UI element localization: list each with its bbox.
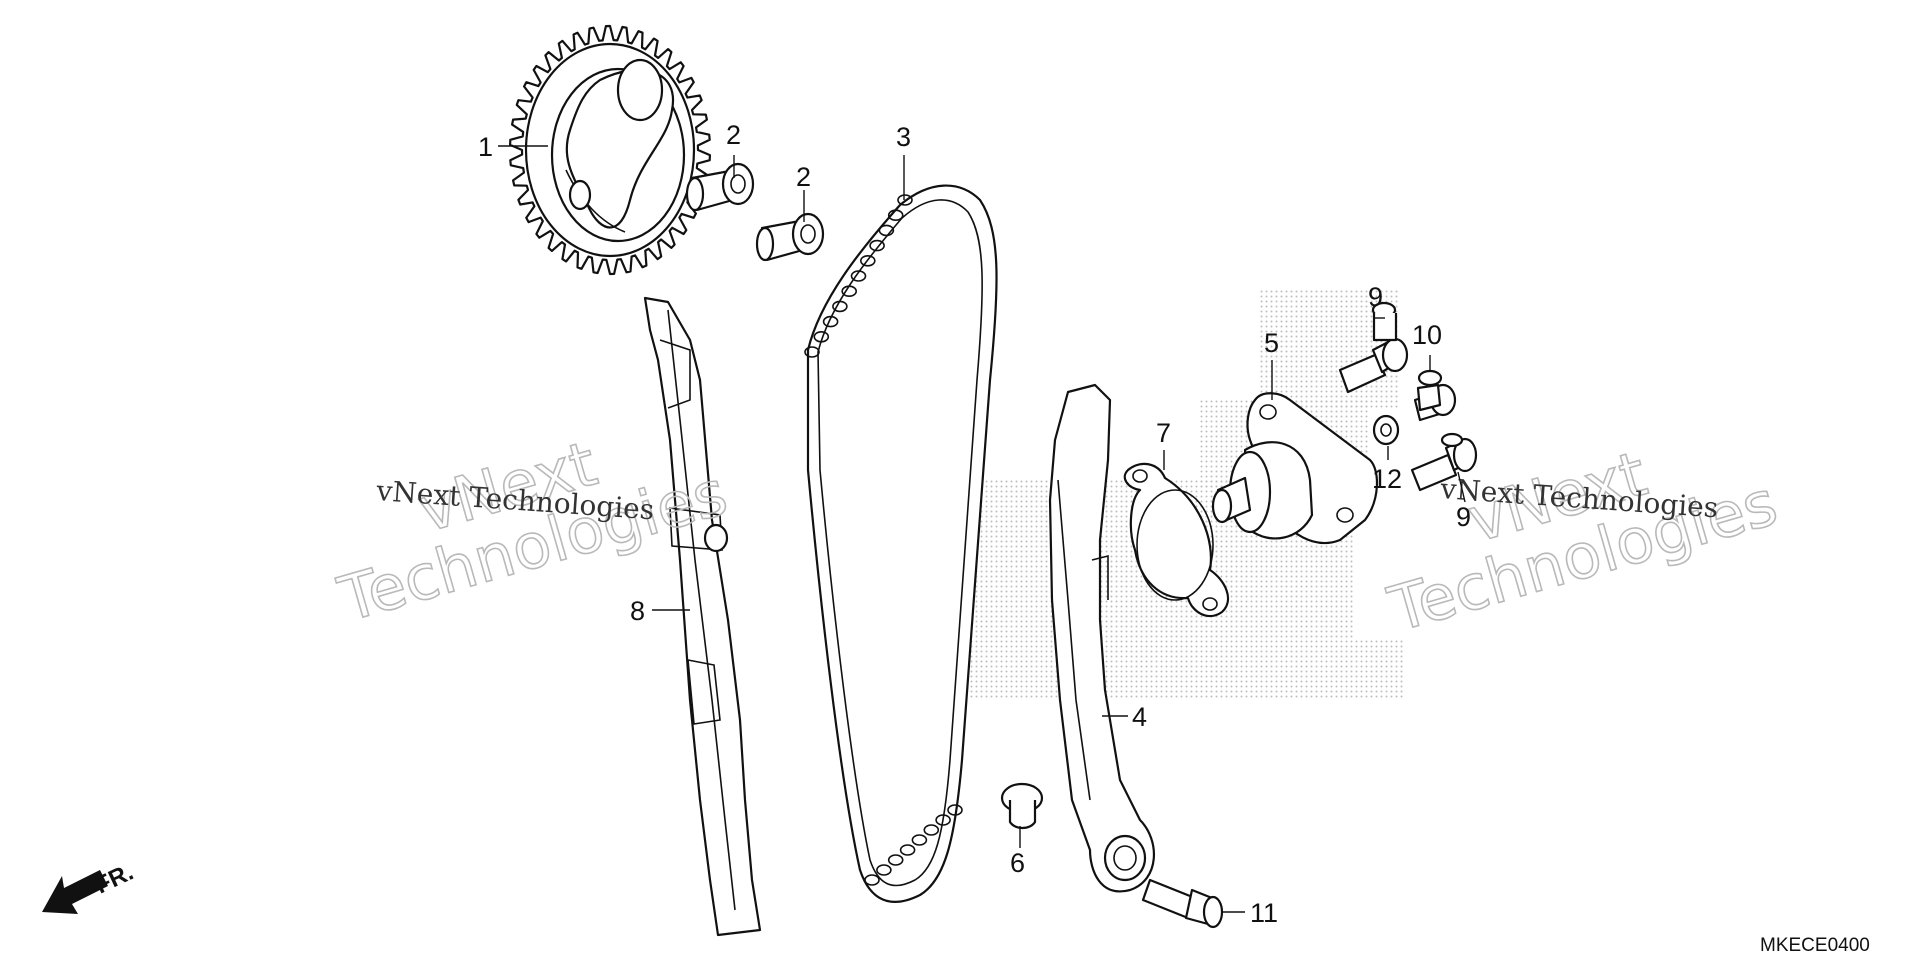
- chain-link: [859, 254, 876, 267]
- callout-10: 10: [1412, 320, 1442, 350]
- callout-7: 7: [1156, 418, 1171, 448]
- cam-chain-tensioner: [1211, 392, 1379, 545]
- bolt-11: [1141, 878, 1224, 929]
- chain-link: [841, 285, 858, 298]
- chain-link: [923, 824, 940, 836]
- chain-link: [850, 270, 867, 282]
- callout-5: 5: [1264, 328, 1279, 358]
- cam-chain-tensioner-arm: [1048, 383, 1155, 893]
- chain-link: [899, 844, 916, 856]
- chain-link: [878, 224, 895, 237]
- callout-4: 4: [1132, 702, 1147, 732]
- chain-link: [822, 315, 839, 328]
- bolt-2b: [755, 212, 825, 262]
- watermark-right: vNext Technologies vNext Technologies: [1363, 404, 1786, 647]
- pivot-bolt: [1000, 782, 1044, 830]
- callouts: 1 2 2 3 4 5 6 7 8 9 9 10 11 12: [478, 120, 1471, 928]
- diagram-code: MKECE0400: [1760, 935, 1870, 956]
- callout-6: 6: [1010, 848, 1025, 878]
- front-direction-label: FR.: [91, 859, 137, 900]
- bolt-9b: [1410, 432, 1478, 492]
- chain-link: [947, 804, 963, 816]
- washer-12: [1372, 414, 1400, 446]
- chain-link: [804, 346, 820, 358]
- callout-1: 1: [478, 132, 493, 162]
- bolt-10: [1413, 369, 1457, 422]
- chain-link: [832, 300, 848, 313]
- callout-9b: 9: [1456, 502, 1471, 532]
- chain-link: [887, 854, 904, 866]
- callout-2a: 2: [726, 120, 741, 150]
- callout-8: 8: [630, 596, 645, 626]
- callout-12: 12: [1372, 464, 1402, 494]
- chain-link: [869, 239, 885, 252]
- leader-lines: [498, 145, 1466, 913]
- chain-link: [911, 834, 928, 846]
- chain-link: [887, 209, 904, 221]
- cam-chain: [804, 184, 998, 903]
- tensioner-gasket: [1123, 462, 1229, 618]
- chain-link: [935, 814, 951, 826]
- bolt-2a: [685, 162, 755, 212]
- chain-link: [813, 330, 830, 343]
- callout-9a: 9: [1368, 282, 1383, 312]
- cam-sprocket: [509, 24, 712, 276]
- callout-11: 11: [1250, 898, 1278, 928]
- bolt-9a: [1338, 301, 1409, 394]
- cam-chain-guide: [643, 296, 762, 937]
- callout-3: 3: [896, 122, 911, 152]
- callout-2b: 2: [796, 162, 811, 192]
- watermark-right-big: vNext Technologies: [1363, 404, 1785, 646]
- chain-link: [876, 864, 892, 876]
- front-direction-arrow: FR.: [42, 859, 138, 914]
- chain-link: [897, 194, 913, 206]
- chain-link: [864, 874, 880, 886]
